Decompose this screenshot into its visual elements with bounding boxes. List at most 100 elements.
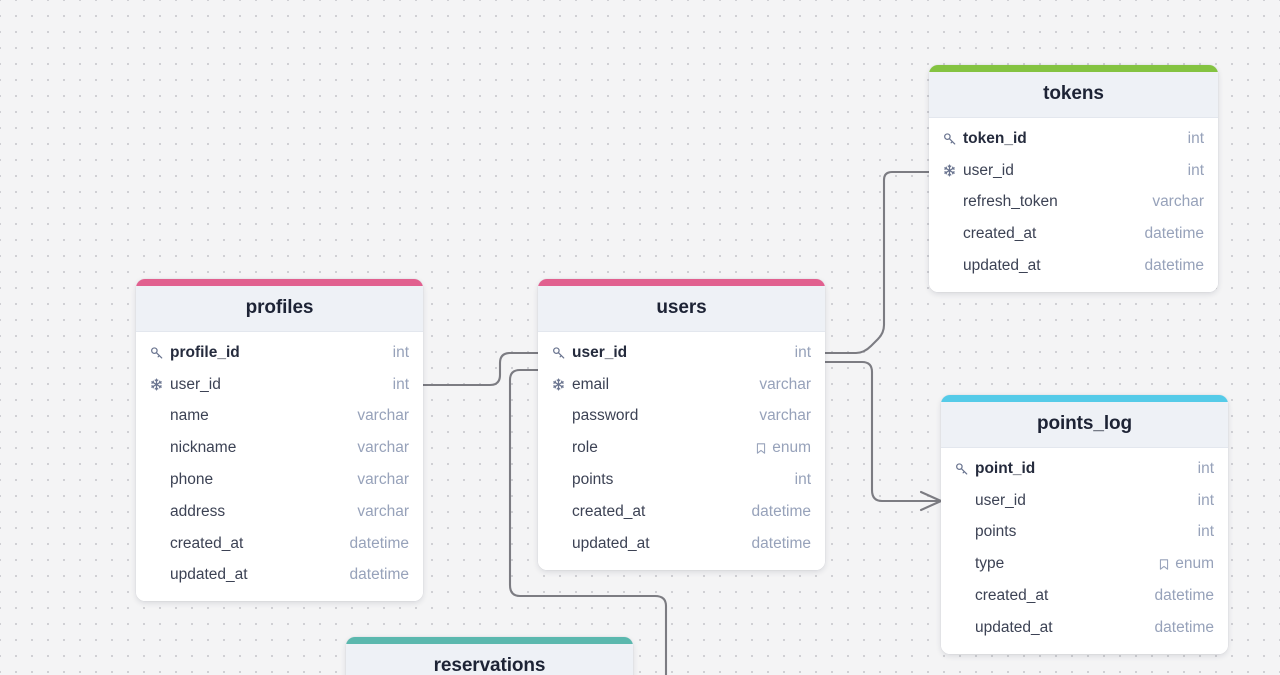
unique-snowflake-icon	[943, 164, 961, 177]
field-name: points	[975, 523, 1017, 541]
field-name: points	[572, 471, 614, 489]
table-title[interactable]: users	[538, 286, 825, 332]
table-field-row[interactable]: user_id int	[538, 337, 825, 369]
field-type: int	[1198, 492, 1214, 510]
field-type: varchar	[759, 376, 811, 394]
field-type-label: int	[1187, 161, 1204, 179]
table-title[interactable]: tokens	[929, 72, 1218, 118]
field-type: datetime	[1145, 225, 1204, 243]
field-name: updated_at	[963, 257, 1041, 275]
table-title[interactable]: profiles	[136, 286, 423, 332]
field-name: email	[572, 375, 610, 393]
field-name: user_id	[963, 161, 1014, 179]
table-accent-bar	[136, 279, 423, 286]
field-type-label: int	[1197, 459, 1214, 477]
primary-key-icon	[552, 346, 570, 360]
field-type-label: datetime	[1144, 225, 1204, 243]
table-field-row[interactable]: user_id int	[136, 369, 423, 401]
field-type-label: int	[392, 375, 409, 393]
field-type: varchar	[357, 471, 409, 489]
field-name: user_id	[572, 343, 628, 361]
table-field-row[interactable]: user_id int	[941, 485, 1228, 517]
table-field-row[interactable]: email varchar	[538, 369, 825, 401]
field-name: profile_id	[170, 343, 240, 361]
field-type-label: datetime	[1154, 618, 1214, 636]
table-field-row[interactable]: updated_at datetime	[538, 528, 825, 560]
field-name: user_id	[170, 375, 221, 393]
unique-snowflake-icon	[552, 378, 570, 391]
edge-users-points-log	[823, 360, 943, 503]
field-type-label: varchar	[357, 439, 409, 457]
field-name: updated_at	[572, 534, 650, 552]
field-type-label: varchar	[1152, 193, 1204, 211]
field-type-label: enum	[1175, 555, 1214, 573]
field-type: datetime	[350, 566, 409, 584]
field-type-label: datetime	[349, 566, 409, 584]
field-type-label: datetime	[751, 502, 811, 520]
table-field-row[interactable]: updated_at datetime	[929, 250, 1218, 282]
field-type-label: int	[794, 343, 811, 361]
table-field-row[interactable]: points int	[941, 517, 1228, 549]
field-type: enum	[1158, 555, 1214, 573]
table-field-row[interactable]: point_id int	[941, 453, 1228, 485]
enum-bookmark-icon	[1158, 558, 1170, 571]
field-type: varchar	[759, 407, 811, 425]
edge-users-tokens	[823, 170, 931, 355]
field-type-label: int	[1197, 491, 1214, 509]
primary-key-icon	[955, 462, 973, 476]
field-name: type	[975, 555, 1005, 573]
table-accent-bar	[941, 395, 1228, 402]
field-type: int	[393, 344, 409, 362]
table-title[interactable]: points_log	[941, 402, 1228, 448]
field-type: datetime	[1155, 587, 1214, 605]
field-type: varchar	[1152, 193, 1204, 211]
field-type: int	[1198, 523, 1214, 541]
field-type: int	[1188, 162, 1204, 180]
field-type: datetime	[1145, 257, 1204, 275]
table-field-row[interactable]: phone varchar	[136, 464, 423, 496]
table-field-row[interactable]: created_at datetime	[941, 580, 1228, 612]
primary-key-icon	[943, 132, 961, 146]
field-type: datetime	[752, 535, 811, 553]
table-title[interactable]: reservations	[346, 644, 633, 675]
table-node-reservations[interactable]: reservations	[346, 637, 633, 675]
field-type: int	[795, 344, 811, 362]
table-field-row[interactable]: type enum	[941, 548, 1228, 580]
crowsfoot-marker-points-log	[919, 490, 943, 512]
field-type: enum	[755, 439, 811, 457]
field-name: created_at	[170, 534, 244, 552]
table-field-row[interactable]: user_id int	[929, 155, 1218, 187]
field-type-label: datetime	[1154, 587, 1214, 605]
field-name: phone	[170, 471, 214, 489]
field-type: datetime	[752, 503, 811, 521]
field-name: created_at	[975, 587, 1049, 605]
field-type-label: varchar	[357, 471, 409, 489]
table-field-row[interactable]: profile_id int	[136, 337, 423, 369]
field-name: name	[170, 407, 209, 425]
field-name: user_id	[975, 491, 1026, 509]
field-type-label: varchar	[759, 407, 811, 425]
field-type-label: varchar	[759, 375, 811, 393]
field-type-label: enum	[772, 439, 811, 457]
field-name: point_id	[975, 459, 1036, 477]
